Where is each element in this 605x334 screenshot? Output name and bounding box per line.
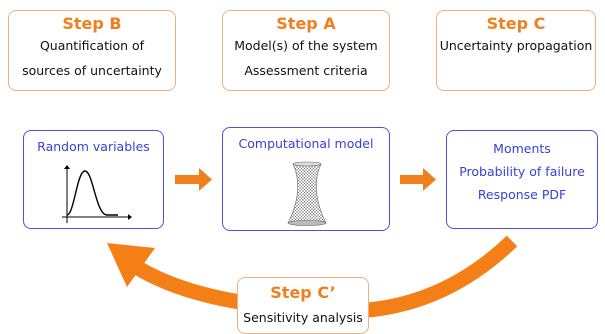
- step-c-line-1: Uncertainty propagation: [439, 38, 593, 53]
- output-response-pdf: Response PDF: [477, 187, 567, 202]
- step-b-line-2: sources of uncertainty: [22, 63, 162, 78]
- step-a-title: Step A: [276, 14, 336, 33]
- step-a-box: Step A Model(s) of the system Assessment…: [222, 10, 390, 91]
- step-c-prime-title: Step C’: [270, 283, 336, 302]
- step-c-prime-box: Step C’ Sensitivity analysis: [237, 277, 369, 334]
- outputs-box: Moments Probability of failure Response …: [446, 130, 598, 229]
- random-variables-box: Random variables: [23, 130, 164, 229]
- step-c-prime-line: Sensitivity analysis: [243, 310, 363, 325]
- output-moments: Moments: [493, 141, 551, 156]
- step-b-line-1: Quantification of: [39, 38, 145, 53]
- step-c-box: Step C Uncertainty propagation: [436, 10, 596, 91]
- step-b-box: Step B Quantification of sources of unce…: [8, 10, 176, 91]
- random-variables-label: Random variables: [37, 139, 150, 154]
- output-probability-of-failure: Probability of failure: [459, 164, 585, 179]
- step-c-title: Step C: [486, 14, 546, 33]
- step-a-line-2: Assessment criteria: [244, 63, 368, 78]
- step-b-title: Step B: [62, 14, 122, 33]
- computational-model-box: Computational model: [222, 127, 390, 231]
- cooling-tower-mesh-icon: [287, 161, 327, 226]
- step-a-line-1: Model(s) of the system: [234, 38, 378, 53]
- pdf-curve-icon: [62, 165, 132, 223]
- computational-model-label: Computational model: [238, 136, 374, 151]
